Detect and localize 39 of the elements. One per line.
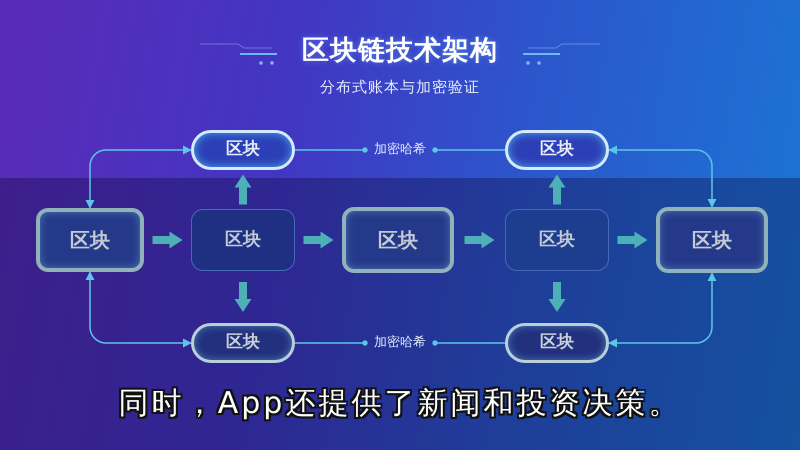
node-label: 区块 [692,228,732,252]
node-label: 区块 [378,228,418,252]
block-node [36,208,144,272]
node-label: 区块 [539,230,575,250]
block-arrow [234,282,252,312]
block-arrow [548,282,566,312]
node-label: 区块 [226,140,260,160]
block-arrow [304,232,334,248]
connector-line [295,147,368,153]
block-arrow [548,174,566,204]
node-label: 区块 [540,333,574,353]
overlay-caption: 同时，App还提供了新闻和投资决策。 [118,386,682,422]
subtitle: 分布式账本与加密验证 [320,78,480,96]
connector-line [295,340,368,346]
node-label: 区块 [540,140,574,160]
block-node [505,209,609,271]
block-node [342,207,454,273]
block-arrow [152,232,182,248]
block-pill [505,130,609,170]
block-node [656,207,768,273]
arrow [608,146,716,208]
connector-label: 加密哈希 [367,142,433,158]
node-label: 区块 [70,228,110,252]
block-arrow [464,232,494,248]
node-label: 区块 [226,333,260,353]
block-pill [191,323,295,363]
arrow [86,146,192,209]
connector-line [432,147,505,153]
connector-line [432,340,505,346]
block-node [191,209,295,271]
block-arrow [618,232,648,248]
connector-label: 加密哈希 [367,335,433,351]
block-pill [505,323,609,363]
arrow [86,271,192,348]
arrow [608,272,716,348]
block-arrow [234,174,252,204]
node-label: 区块 [225,230,261,250]
block-pill [191,130,295,170]
diagram-title: 区块链技术架构 [302,35,498,68]
